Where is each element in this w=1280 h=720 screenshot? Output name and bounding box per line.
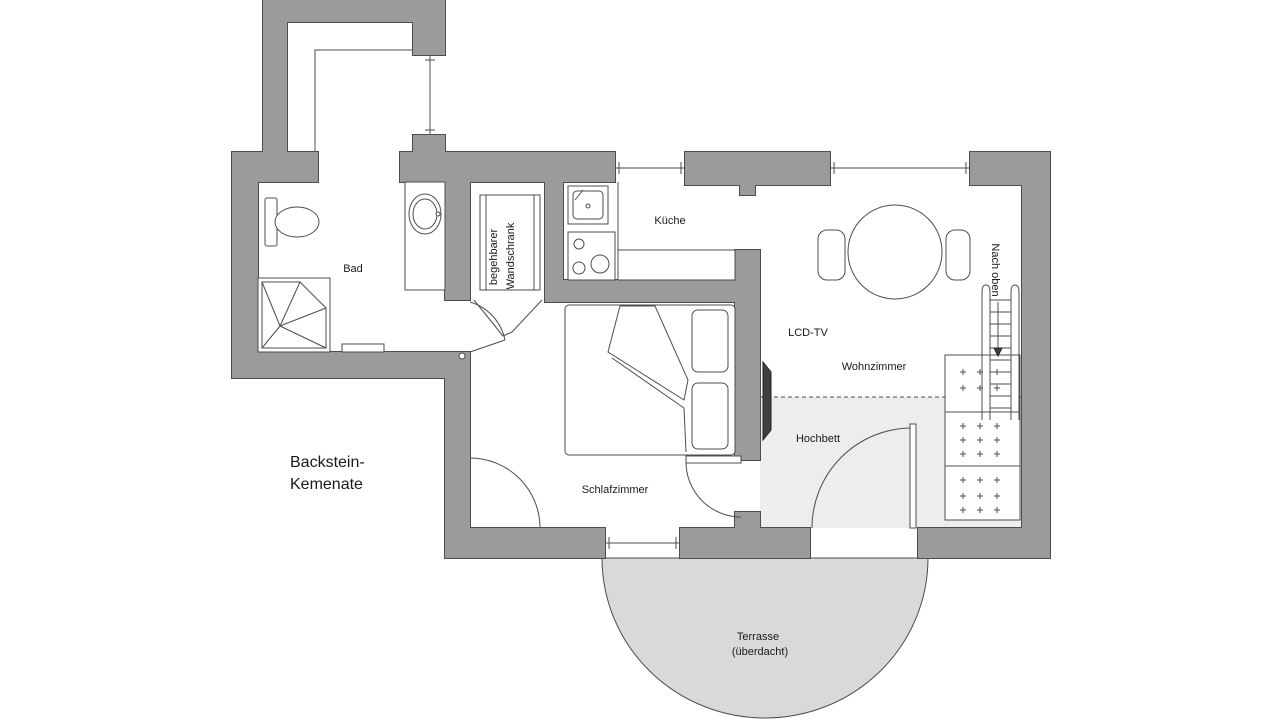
shower-enclosure — [261, 281, 327, 349]
plan-title-line1: Backstein- — [290, 454, 365, 471]
window-kitchen — [615, 162, 685, 174]
room-label-bath: Bad — [343, 263, 363, 275]
blanket-fold — [607, 305, 689, 401]
window-living — [830, 162, 970, 174]
terrace-door-leaf — [909, 423, 917, 529]
pillow — [691, 309, 729, 373]
tv-label: LCD-TV — [788, 327, 828, 339]
blanket-fold-line — [611, 357, 687, 453]
terrace-area — [601, 557, 929, 719]
faucet-icon — [435, 211, 441, 217]
burner — [572, 261, 586, 275]
terrace-door-swing — [811, 427, 913, 529]
door-hinge — [458, 352, 466, 360]
stairs-rails — [981, 284, 1020, 420]
dining-table — [847, 204, 943, 300]
closet-shelving — [479, 194, 541, 291]
bath-door-leaf — [469, 339, 506, 353]
kitchen-faucet-icon — [574, 189, 584, 201]
room-label-kitchen: Küche — [654, 215, 685, 227]
stairs-label: Nach oben — [989, 243, 1001, 296]
toilet-bowl-icon — [274, 206, 320, 238]
plan-title-line2: Kemenate — [290, 476, 363, 493]
room-label-living: Wohnzimmer — [842, 361, 907, 373]
room-label-terrace-line1: Terrasse — [737, 631, 779, 643]
shower-tray — [257, 277, 331, 353]
room-label-closet-line2: Wandschrank — [505, 222, 517, 289]
kitchen-counter — [617, 249, 736, 281]
pillow — [691, 382, 729, 450]
room-label-terrace-line2: (überdacht) — [732, 646, 788, 658]
bedroom-door-swing — [469, 457, 541, 529]
room-label-loft-bed: Hochbett — [796, 433, 840, 445]
burner — [590, 254, 610, 274]
bathroom-heater — [341, 343, 385, 353]
inner-door-swing — [685, 461, 742, 518]
kitchen-sink-icon — [567, 185, 609, 225]
room-label-closet-line1: begehbarer — [488, 229, 500, 286]
kitchen-sink-basin — [572, 190, 604, 220]
closet-shelf-lines — [485, 195, 535, 290]
burner — [573, 238, 585, 250]
sink-drain — [585, 203, 591, 209]
chair-left — [817, 229, 846, 281]
tv-icon — [762, 360, 772, 442]
window-left-ticks — [425, 59, 435, 131]
corridor-inner-line — [314, 49, 413, 152]
bath-door-swing — [469, 301, 506, 341]
washbasin-icon — [408, 193, 442, 235]
stairs-arrow-head-icon — [993, 347, 1003, 358]
inner-door-leaf — [685, 455, 742, 464]
chair-right — [945, 229, 971, 281]
window-bedroom — [605, 537, 680, 549]
room-label-bedroom: Schlafzimmer — [582, 484, 649, 496]
closet-door-leaves — [473, 299, 543, 337]
